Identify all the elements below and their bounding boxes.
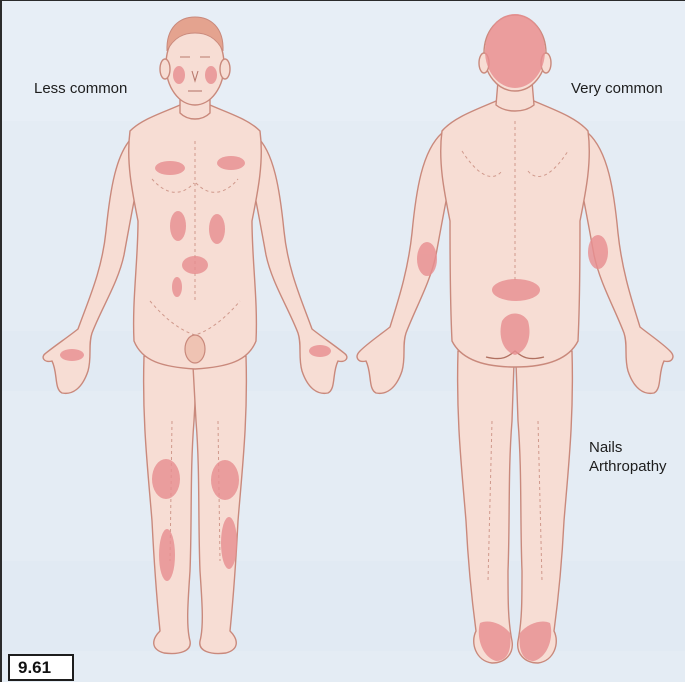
lesion-cheek-right bbox=[205, 66, 217, 84]
label-nails: Nails bbox=[589, 438, 622, 457]
lesion-chest-left bbox=[155, 161, 185, 175]
front-ear-left bbox=[160, 59, 170, 79]
lesion-lower-back bbox=[492, 279, 540, 301]
lesion-scalp bbox=[485, 14, 545, 88]
lesion-umbilical bbox=[182, 256, 208, 274]
lesion-abdomen-right bbox=[209, 214, 225, 244]
lesion-palm-right bbox=[309, 345, 331, 357]
lesion-knee-right bbox=[211, 460, 239, 500]
front-ear-right bbox=[220, 59, 230, 79]
lesion-abdomen-left bbox=[170, 211, 186, 241]
background-bands bbox=[2, 1, 685, 651]
label-very-common: Very common bbox=[571, 79, 663, 98]
lesion-groin bbox=[172, 277, 182, 297]
lesion-elbow-right bbox=[588, 235, 608, 269]
lesion-cheek-left bbox=[173, 66, 185, 84]
lesion-chest-right bbox=[217, 156, 245, 170]
lesion-shin-left bbox=[159, 529, 175, 581]
label-arthropathy: Arthropathy bbox=[589, 457, 667, 476]
lesion-knee-left bbox=[152, 459, 180, 499]
figure-number-badge: 9.61 bbox=[8, 654, 74, 681]
label-less-common: Less common bbox=[34, 79, 127, 98]
front-genitals bbox=[185, 335, 205, 363]
lesion-palm-left bbox=[60, 349, 84, 361]
lesion-elbow-left bbox=[417, 242, 437, 276]
lesion-shin-right bbox=[221, 517, 237, 569]
